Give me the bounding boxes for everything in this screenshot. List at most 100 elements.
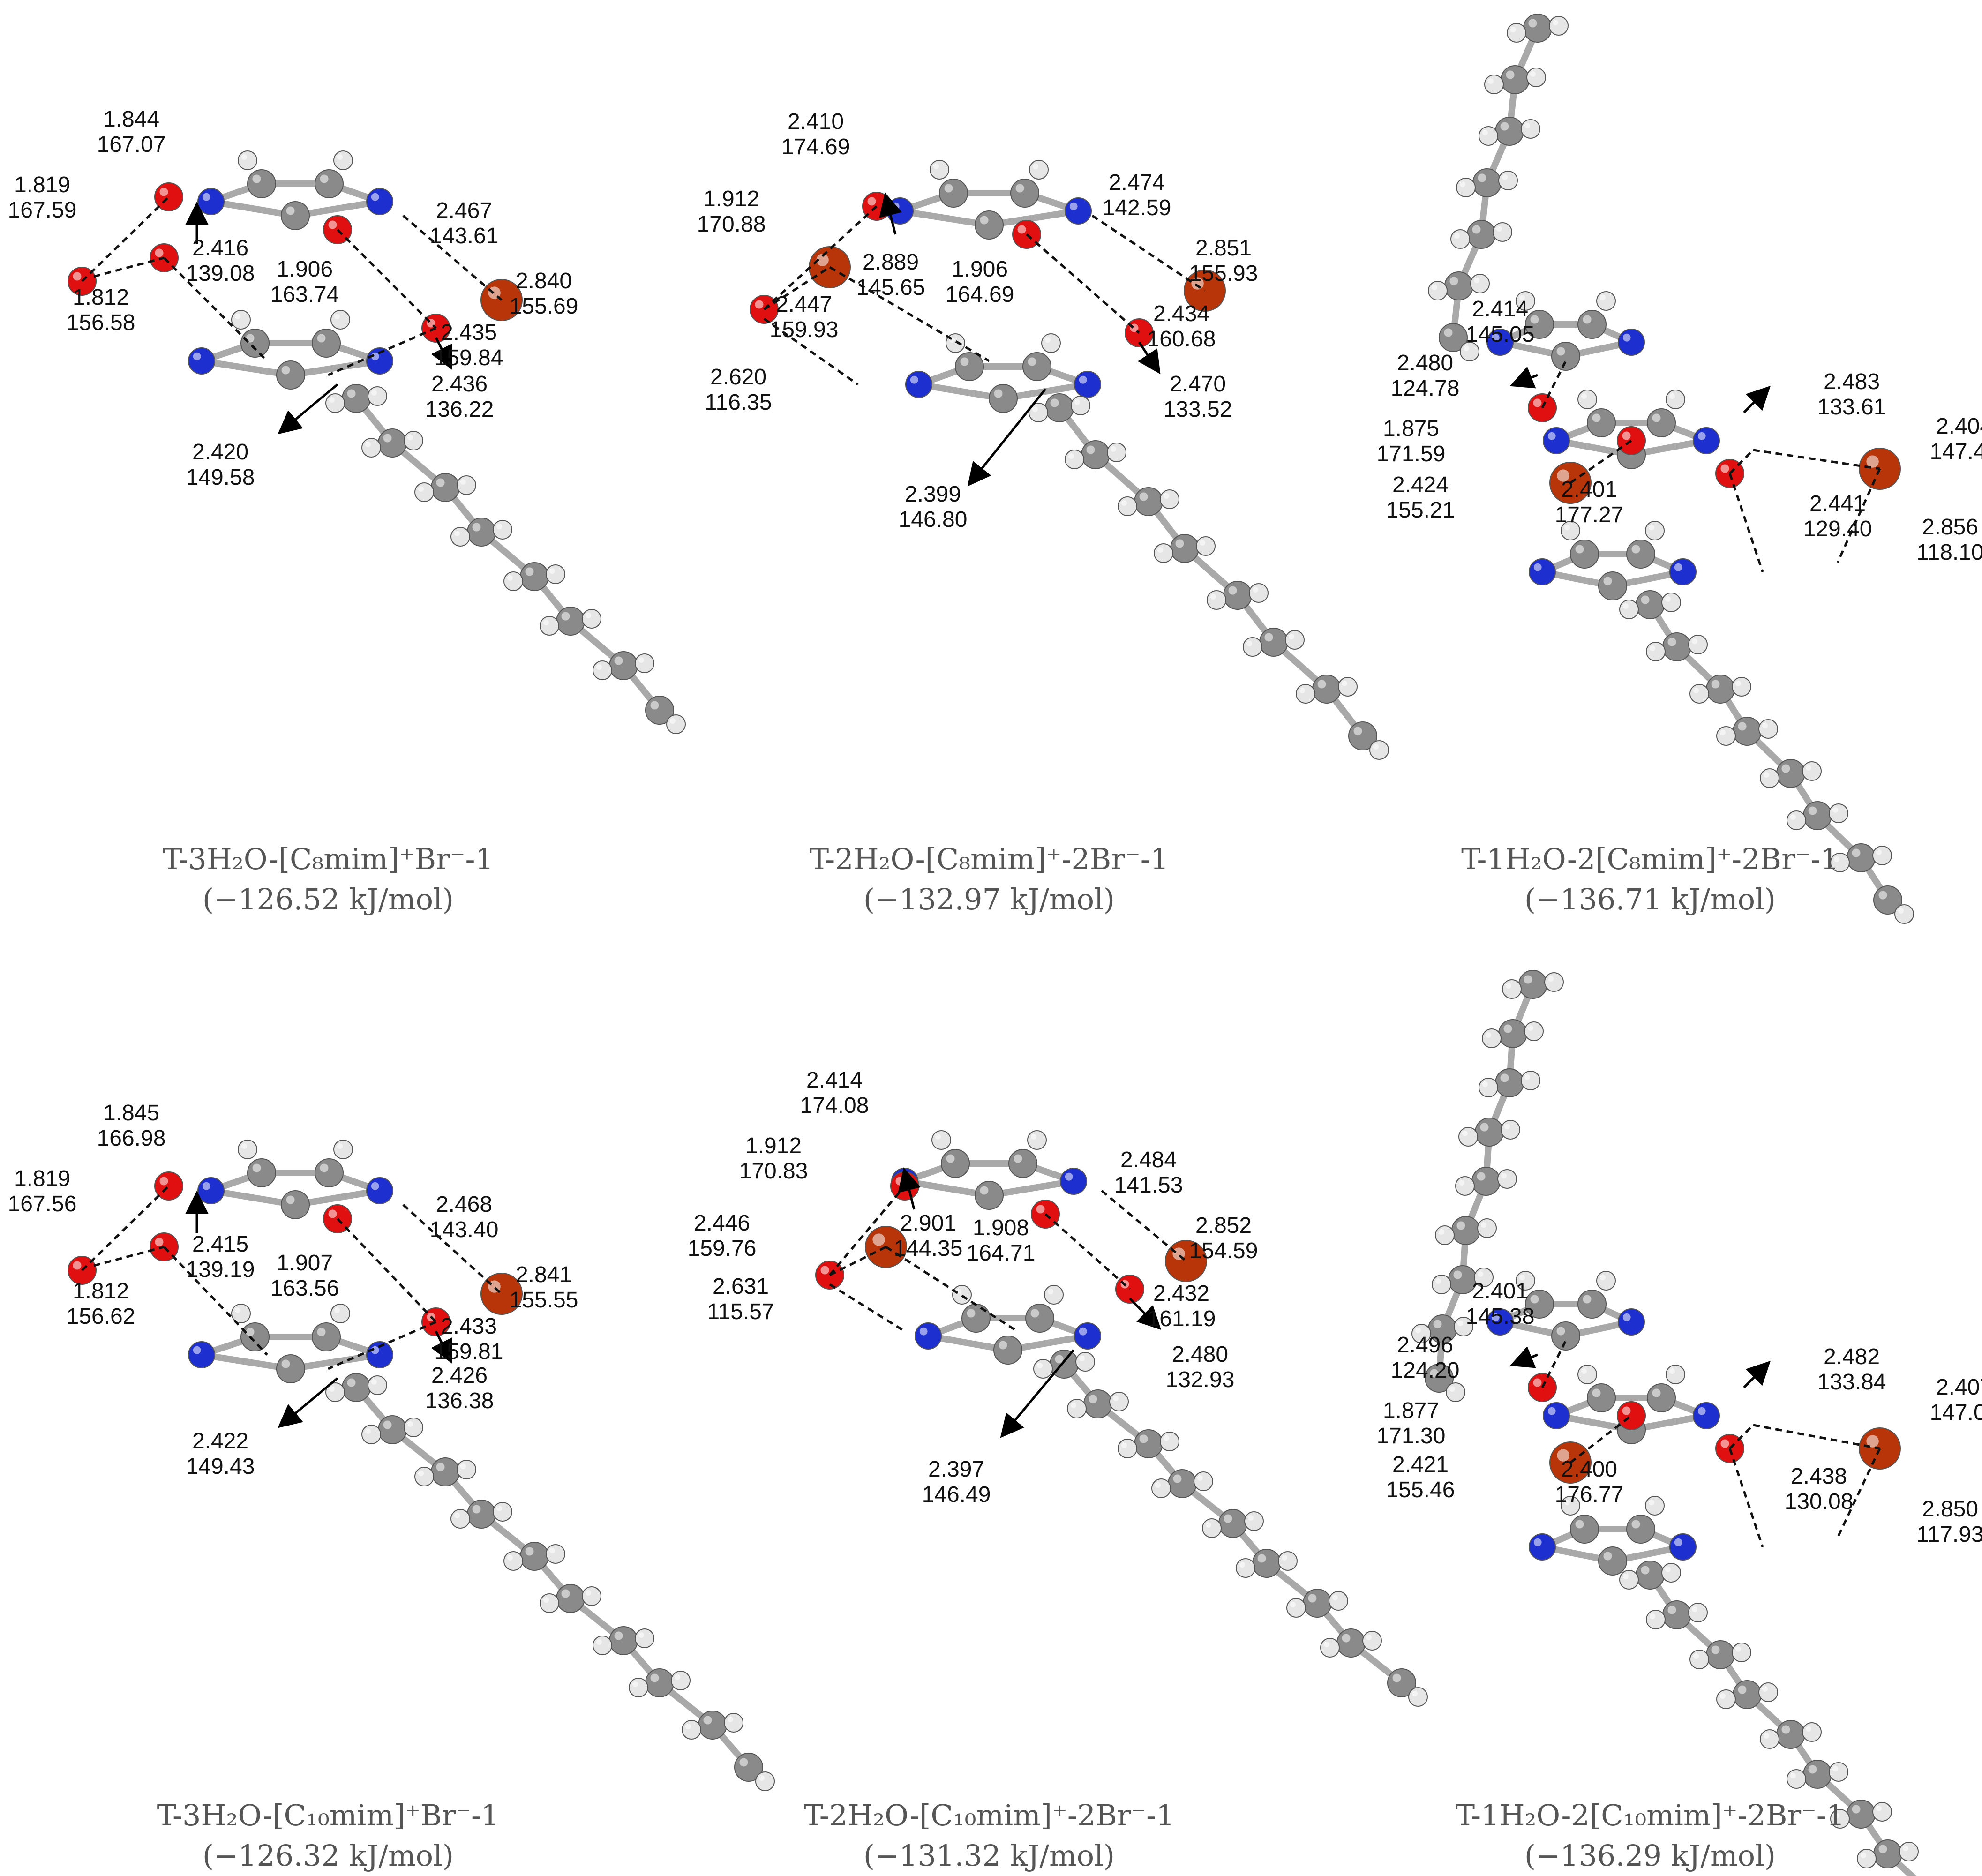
atom-highlight [1449,277,1458,285]
atom-highlight [1139,1434,1148,1443]
carbon-atom [467,1500,496,1529]
atom-highlight [252,1163,261,1172]
hydrogen-atom [593,660,612,680]
carbon-atom [240,329,270,358]
hydrogen-atom [1732,1643,1751,1662]
atom-highlight [1253,587,1258,593]
atom-highlight [1669,393,1675,399]
hydrogen-atom [1521,119,1540,139]
atom-highlight [1878,1845,1887,1853]
atom-highlight [1324,1642,1329,1647]
hydrogen-atom [1041,333,1061,353]
atom-highlight [960,357,969,366]
atom-highlight [1530,71,1536,77]
atom-highlight [525,567,534,576]
carbon-atom [1587,408,1616,437]
atom-highlight [1164,1435,1169,1441]
hydrogen-atom [930,160,949,180]
atom-highlight [235,314,240,319]
atom-highlight [1600,295,1606,300]
hydrogen-atom [1689,684,1709,704]
nitrogen-atom [188,1341,215,1368]
nitrogen-atom [366,1177,393,1204]
hydrogen-atom [1428,281,1448,300]
atom-highlight [1366,1635,1372,1640]
atom-highlight [638,1632,644,1638]
hydrogen-atom [414,482,434,502]
hydrogen-atom [1202,1518,1222,1538]
hydrogen-atom [931,1130,951,1150]
arrow [1138,341,1161,375]
atom-highlight [1496,226,1502,232]
atom-highlight [1762,1686,1768,1692]
atom-highlight [980,1186,989,1195]
atom-highlight [347,1378,356,1387]
carbon-atom [1495,117,1524,146]
atom-highlight [1834,1813,1839,1818]
atom-highlight [1861,1853,1866,1858]
carbon-atom [1803,801,1832,830]
atom-highlight [1650,645,1655,651]
atom-highlight [1641,595,1650,604]
carbon-atom [1501,65,1530,94]
hydrogen-atom [1029,160,1049,180]
atom-highlight [1113,1396,1119,1401]
atom-highlight [1453,1270,1462,1279]
carbon-atom [1008,1149,1037,1178]
hydrogen-atom [1646,642,1666,661]
atom-highlight [1866,1435,1879,1448]
hydrogen-atom [1577,1365,1597,1384]
atom-highlight [1583,1295,1592,1304]
atom-highlight [1528,19,1537,28]
hydrogen-atom [1493,222,1512,242]
atom-highlight [1456,1221,1465,1230]
atom-highlight [1089,1395,1097,1403]
hydrogen-atom [1689,1650,1709,1669]
structure-caption: T-2H₂O-[C₁₀mim]⁺-2Br⁻-1(−131.32 kJ/mol) [661,1795,1317,1876]
carbon-atom [1733,1680,1762,1709]
carbon-atom [1259,628,1288,657]
atom-highlight [1373,744,1379,750]
atom-highlight [1519,1275,1525,1280]
hydrogen-atom [1484,75,1504,94]
atom-highlight [1533,1538,1542,1546]
atom-highlight [895,1177,904,1186]
atom-highlight [1852,848,1861,857]
atom-highlight [1592,1388,1601,1397]
hydrogen-atom [1446,1382,1465,1402]
atom-highlight [1575,545,1584,554]
carbon-atom [1636,1561,1665,1590]
atom-highlight [1175,539,1184,548]
hydrogen-atom [1544,972,1564,992]
carbon-atom [975,210,1004,240]
hydrogen-atom [503,571,523,591]
atom-highlight [1564,1500,1570,1505]
carbon-atom [1551,342,1580,371]
atom-highlight [1197,1475,1203,1481]
hydrogen-atom [493,1502,512,1522]
hydrogen-atom [1458,1127,1478,1147]
atom-highlight [675,1674,680,1680]
hydrogen-atom [493,520,512,540]
atom-highlight [436,1463,445,1471]
carbon-atom [1495,1068,1524,1097]
carbon-atom [1636,590,1665,619]
hydrogen-atom [1118,496,1137,516]
hydrogen-atom [1244,1511,1264,1531]
atom-highlight [1623,1574,1629,1579]
atom-highlight [472,1505,481,1514]
atom-highlight [1048,1289,1053,1294]
hydrogen-atom [1802,1722,1822,1742]
carbon-atom [1587,1383,1616,1412]
atom-highlight [1557,469,1569,482]
atom-highlight [1504,1124,1510,1129]
